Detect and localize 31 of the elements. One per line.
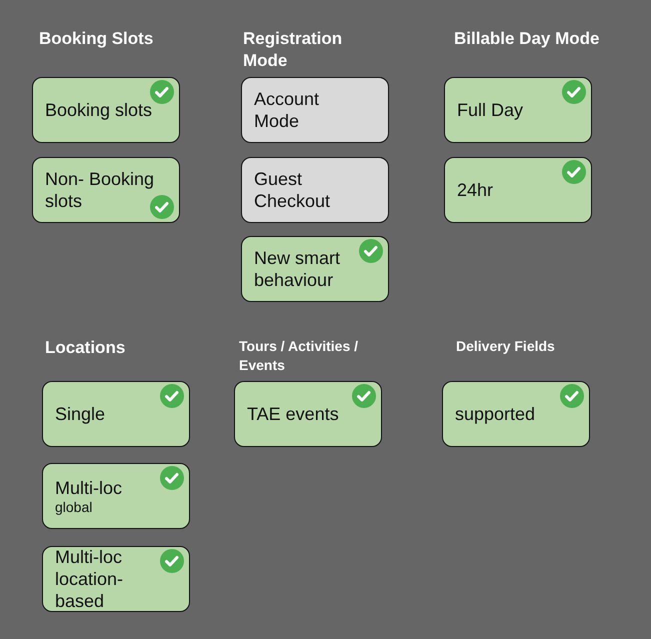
card-title: TAE events (247, 403, 340, 425)
card-title: Guest Checkout (254, 168, 332, 212)
feature-card (444, 157, 592, 223)
card-title: Non- Booking slots (45, 168, 155, 212)
feature-card (241, 157, 389, 223)
feature-card (241, 77, 389, 143)
section-heading: Delivery Fields (456, 337, 556, 356)
feature-card (42, 463, 190, 529)
card-title: Full Day (457, 99, 524, 121)
card-title: supported (455, 403, 536, 425)
card-title: Multi-loc (55, 476, 124, 498)
feature-card (241, 236, 389, 302)
feature-card (42, 381, 190, 447)
section-heading: Registration Mode (243, 28, 344, 72)
card-title: Multi-loc location-based (55, 546, 124, 612)
section-heading: Billable Day Mode (454, 28, 600, 50)
card-subtitle: global (55, 498, 94, 516)
card-title: Booking slots (45, 99, 154, 121)
card-title: Account Mode (254, 88, 320, 132)
card-title: Single (55, 403, 106, 425)
card-title: 24hr (457, 179, 494, 201)
feature-card (32, 157, 180, 223)
feature-card (32, 77, 180, 143)
feature-card (442, 381, 590, 447)
card-title: New smart behaviour (254, 247, 342, 291)
feature-card (42, 546, 190, 612)
feature-card (234, 381, 382, 447)
section-heading: Booking Slots (39, 28, 154, 50)
section-heading: Tours / Activities / Events (239, 337, 360, 375)
section-heading: Locations (45, 337, 126, 359)
feature-card (444, 77, 592, 143)
